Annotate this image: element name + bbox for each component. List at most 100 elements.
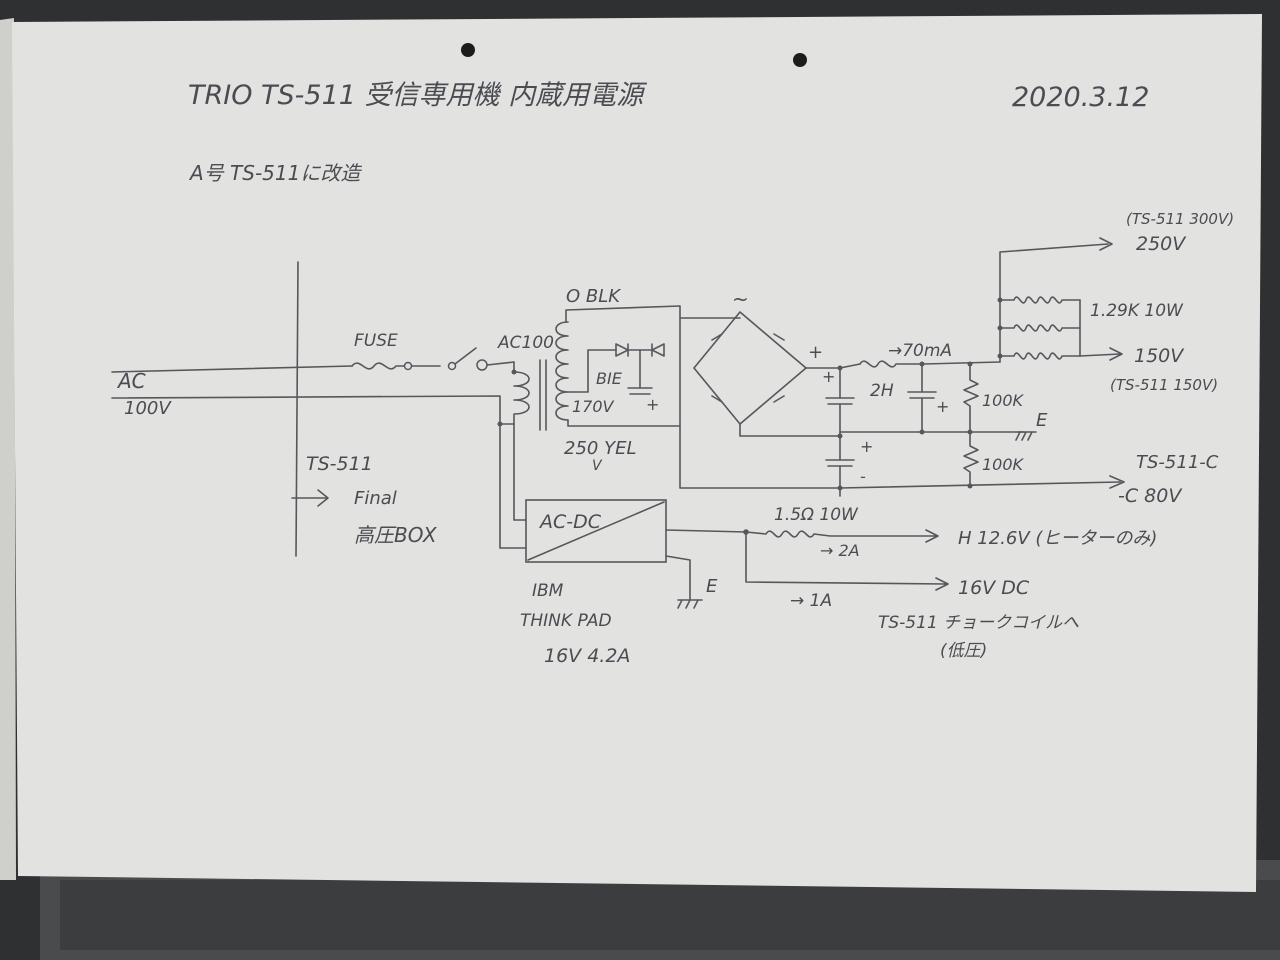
- dropping-resistor-1: [999, 296, 1081, 304]
- filter-capacitor-1: [825, 367, 855, 437]
- dc-output-label: 16V DC: [958, 577, 1030, 599]
- ibm-label: IBM: [532, 581, 564, 601]
- node-dot: [837, 433, 843, 439]
- adapter-ac-lead-2: [513, 423, 527, 521]
- heater-line: [745, 529, 939, 543]
- yel-v-label: V: [592, 458, 603, 474]
- dc-bus: [665, 529, 747, 533]
- out-150-line: [1079, 299, 1123, 361]
- choke-2h: [859, 360, 1001, 368]
- final-label: Final: [354, 488, 397, 509]
- heater-resistor-label: 1.5Ω 10W: [774, 505, 859, 525]
- yel-label: 250 YEL: [564, 438, 636, 459]
- bias-diode-2: [651, 343, 665, 357]
- bie-label: BIE: [596, 369, 623, 388]
- cap2-minus: -: [860, 467, 866, 486]
- cap1-plus: +: [822, 367, 835, 386]
- bridge-ac-symbol: ~: [732, 287, 749, 311]
- switch-lever: [454, 347, 477, 365]
- ground-symbol-2: [665, 555, 703, 609]
- acdc-adapter-box: [525, 499, 667, 563]
- dc-note-2-label: (低圧): [940, 641, 987, 661]
- out-250-line: [999, 237, 1113, 363]
- dc-current-label: → 1A: [790, 591, 832, 611]
- node-dot: [967, 361, 973, 367]
- choke-label: 2H: [870, 381, 894, 401]
- transformer-secondary: [555, 321, 569, 421]
- current-label: →70mA: [888, 341, 952, 361]
- out-150-note: (TS-511 150V): [1110, 376, 1218, 394]
- node-dot: [919, 361, 925, 367]
- heater-current-label: → 2A: [820, 541, 860, 560]
- out-150-voltage: 150V: [1134, 345, 1185, 367]
- thinkpad-label: THINK PAD: [520, 611, 612, 631]
- chassis-divider-line: [295, 261, 299, 557]
- earth-label-2: E: [706, 576, 718, 597]
- node-dot: [997, 297, 1003, 303]
- acdc-label: AC-DC: [538, 511, 602, 533]
- bridge-negative-out: [739, 423, 841, 437]
- resistor-100k-1: [963, 363, 979, 433]
- adapter-ac-lead-1: [499, 423, 527, 549]
- hv-box-label: 高圧BOX: [354, 523, 438, 547]
- dropping-resistor-label: 1.29K 10W: [1090, 301, 1184, 321]
- cap2-plus: +: [860, 437, 873, 456]
- dc-16v-line: [745, 531, 949, 591]
- fuse-symbol: [351, 362, 405, 370]
- r1-label: 100K: [982, 391, 1025, 410]
- punch-hole-left: [461, 43, 475, 57]
- node-dot: [919, 429, 925, 435]
- adapter-spec-label: 16V 4.2A: [544, 645, 630, 667]
- device-grille: [60, 880, 1280, 950]
- ac-label: AC: [116, 369, 146, 393]
- negative-c-output: [839, 475, 1125, 489]
- blk-lead: [565, 305, 681, 323]
- node-dot: [837, 485, 843, 491]
- switch-to-transformer: [486, 361, 515, 373]
- ground-symbol-1: [1015, 431, 1037, 441]
- punch-hole-right: [793, 53, 807, 67]
- acdc-diagonal: [527, 501, 665, 561]
- node-dot: [967, 429, 973, 435]
- r2-label: 100K: [982, 455, 1025, 474]
- dc-note-label: TS-511 チョークコイルへ: [878, 613, 1079, 633]
- out-250-voltage: 250V: [1136, 233, 1187, 255]
- ac-line-bottom: [111, 395, 501, 425]
- dropping-resistor-2: [999, 324, 1081, 332]
- arrow-to-final: [291, 489, 329, 507]
- ac-voltage-label: 100V: [124, 398, 172, 419]
- ts511-box-label: TS-511: [306, 453, 373, 475]
- node-dot: [997, 353, 1003, 359]
- bridge-diodes: [711, 333, 785, 403]
- filter-capacitor-2: [825, 435, 855, 497]
- bridge-plus: +: [808, 342, 823, 363]
- paper-stack-edge: [0, 18, 16, 880]
- dropping-resistor-3: [999, 352, 1081, 360]
- heater-output-label: H 12.6V (ヒーターのみ): [958, 528, 1157, 549]
- earth-label-1: E: [1036, 410, 1048, 431]
- title: TRIO TS-511 受信専用機 内蔵用電源: [188, 80, 648, 111]
- transformer-primary: [513, 371, 530, 425]
- filter-capacitor-3: [907, 363, 937, 433]
- subtitle: A号 TS-511に改造: [188, 161, 362, 185]
- switch-contact: [447, 361, 457, 371]
- out-c-label: TS-511-C: [1136, 452, 1219, 473]
- out-250-note: (TS-511 300V): [1126, 210, 1234, 228]
- bias-capacitor: [627, 349, 653, 395]
- paper-sheet: [12, 14, 1262, 892]
- node-dot: [511, 369, 517, 375]
- resistor-100k-2: [963, 431, 979, 487]
- bias-plus: +: [646, 395, 659, 414]
- ac-line-top: [111, 365, 353, 373]
- ac100-label: AC100: [497, 333, 554, 353]
- node-dot: [997, 325, 1003, 331]
- secondary-return: [679, 425, 841, 489]
- bias-tap-wire: [567, 349, 617, 393]
- blk-label: O BLK: [566, 286, 621, 307]
- cap3-plus: +: [936, 397, 949, 416]
- 170v-label: 170V: [572, 397, 615, 416]
- out-c-voltage: -C 80V: [1118, 485, 1183, 507]
- node-dot: [837, 365, 843, 371]
- date: 2020.3.12: [1012, 82, 1149, 113]
